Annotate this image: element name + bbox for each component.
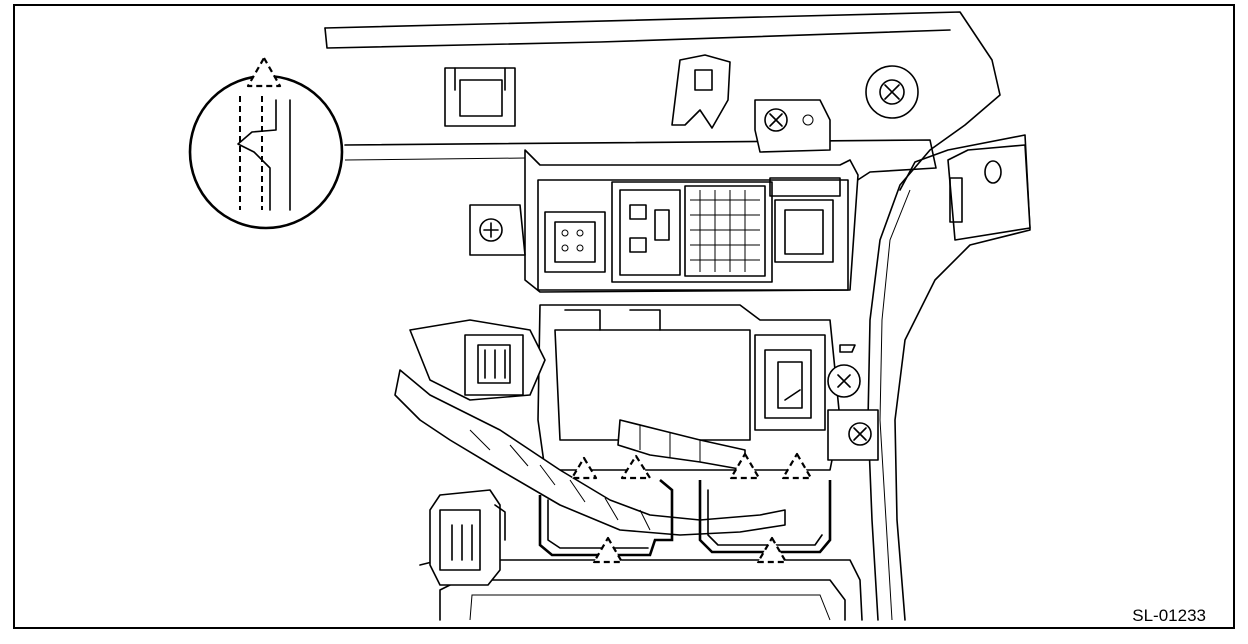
upper-clip-center bbox=[671, 54, 731, 129]
connector-left bbox=[409, 319, 546, 401]
clip-marker-2 bbox=[620, 454, 652, 480]
upper-clip-left bbox=[444, 67, 516, 127]
wire-harness bbox=[394, 369, 786, 536]
bolt-top-right bbox=[865, 65, 919, 119]
clip-marker-1 bbox=[570, 456, 598, 480]
body-control-module bbox=[524, 149, 859, 293]
small-clip-right bbox=[839, 344, 856, 353]
bracket-left bbox=[469, 204, 526, 256]
bracket-upper-right bbox=[754, 99, 831, 153]
clip-release-detail bbox=[188, 56, 344, 230]
side-tab-right bbox=[947, 144, 1031, 241]
figure-frame bbox=[13, 4, 1235, 629]
connector-lower-left bbox=[429, 489, 506, 586]
connector-right bbox=[754, 334, 826, 431]
bolt-right-upper bbox=[827, 364, 861, 398]
figure-id-label: SL-01233 bbox=[1132, 606, 1206, 625]
clip-marker-6 bbox=[756, 536, 788, 564]
clip-marker-5 bbox=[592, 536, 624, 564]
clip-marker-3 bbox=[729, 452, 761, 480]
bolt-right-lower bbox=[827, 409, 879, 461]
clip-marker-4 bbox=[781, 452, 813, 480]
